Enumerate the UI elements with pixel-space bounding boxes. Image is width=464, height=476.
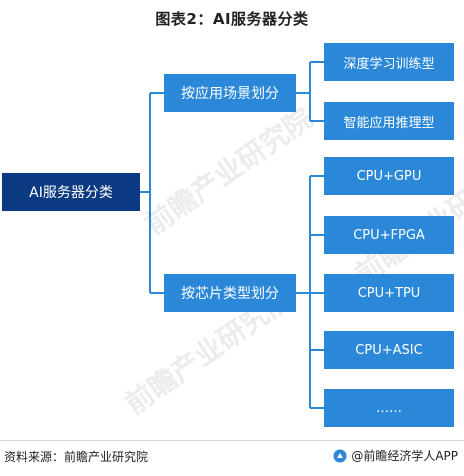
leaf-node-label: CPU+GPU bbox=[356, 168, 422, 184]
leaf-node-label: CPU+ASIC bbox=[355, 342, 423, 358]
root-node-label: AI服务器分类 bbox=[29, 185, 113, 201]
brand-logo-icon bbox=[333, 449, 347, 462]
leaf-node-cpu-tpu: CPU+TPU bbox=[324, 274, 454, 312]
leaf-node-cpu-asic: CPU+ASIC bbox=[324, 331, 454, 369]
root-node: AI服务器分类 bbox=[2, 173, 140, 211]
leaf-node-label: …… bbox=[376, 400, 402, 416]
source-note: 资料来源：前瞻产业研究院 bbox=[4, 450, 149, 464]
leaf-node-label: 深度学习训练型 bbox=[343, 56, 435, 72]
page-title: 图表2：AI服务器分类 bbox=[155, 10, 309, 28]
leaf-node-label: CPU+TPU bbox=[357, 285, 421, 301]
brand-credit-label: @前瞻经济学人APP bbox=[351, 449, 458, 463]
footer-divider bbox=[0, 440, 464, 441]
leaf-node-cpu-gpu: CPU+GPU bbox=[324, 157, 454, 195]
brand-credit: @前瞻经济学人APP bbox=[333, 447, 458, 464]
branch-node-label: 按芯片类型划分 bbox=[181, 286, 279, 302]
branch-node-label: 按应用场景划分 bbox=[181, 86, 279, 102]
leaf-node-more: …… bbox=[324, 389, 454, 427]
branch-node-chip: 按芯片类型划分 bbox=[164, 274, 296, 312]
leaf-node-label: CPU+FPGA bbox=[353, 227, 425, 243]
leaf-node-label: 智能应用推理型 bbox=[343, 115, 435, 131]
leaf-node-inference: 智能应用推理型 bbox=[324, 102, 454, 140]
leaf-node-training: 深度学习训练型 bbox=[324, 43, 454, 81]
branch-node-scenario: 按应用场景划分 bbox=[164, 74, 296, 112]
leaf-node-cpu-fpga: CPU+FPGA bbox=[324, 216, 454, 254]
